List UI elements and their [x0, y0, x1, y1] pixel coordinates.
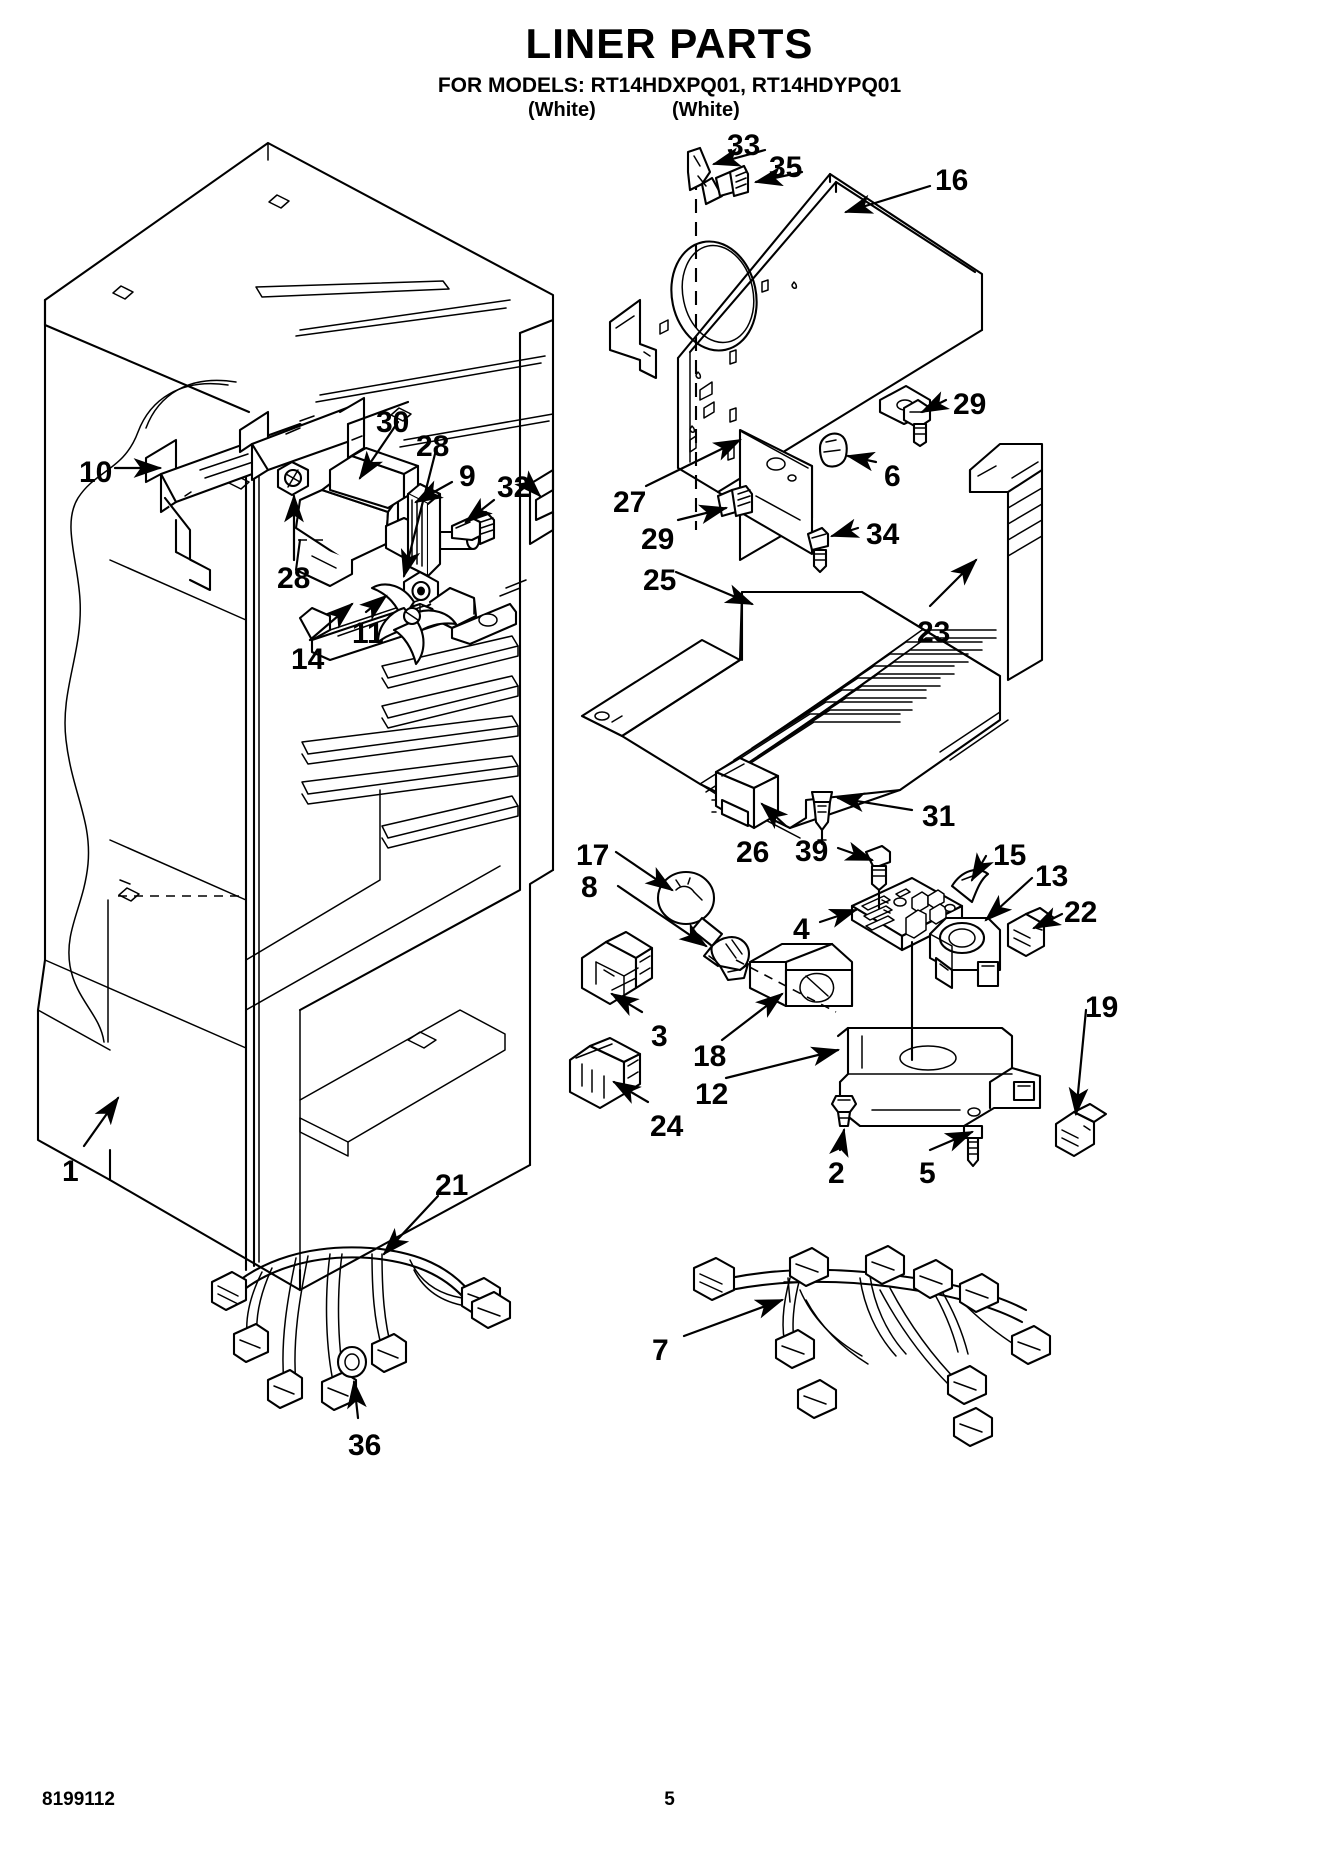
callout-22: 22: [1064, 896, 1098, 929]
hex-screw-art-2: [716, 484, 754, 518]
callout-31: 31: [922, 800, 956, 833]
duct-clip-art: [686, 146, 724, 206]
liner-divider-panel-art: [528, 468, 555, 546]
callout-28-upper: 28: [416, 430, 450, 463]
wire-retainer-clip-art: [1054, 1102, 1108, 1158]
callout-6: 6: [884, 460, 901, 493]
bulb-socket-clip-art: [710, 936, 750, 982]
callout-24: 24: [650, 1110, 684, 1143]
diagram-header: LINER PARTS FOR MODELS: RT14HDXPQ01, RT1…: [0, 20, 1339, 125]
callout-9: 9: [459, 460, 476, 493]
callout-17: 17: [576, 839, 610, 872]
defrost-bimetal-thermostat-art: [711, 756, 780, 830]
drain-pan-support-art: [836, 1026, 1042, 1128]
models-line: FOR MODELS: RT14HDXPQ01, RT14HDYPQ01: [437, 74, 902, 98]
callout-25: 25: [643, 564, 677, 597]
callout-12: 12: [695, 1078, 729, 1111]
callout-7: 7: [652, 1334, 669, 1367]
connector-block-upper-art: [580, 930, 654, 1006]
cabinet-liner-shell-art: [36, 141, 555, 1292]
callout-16: 16: [935, 164, 969, 197]
callout-21: 21: [435, 1169, 469, 1202]
callout-14: 14: [291, 643, 325, 676]
callout-15: 15: [993, 839, 1027, 872]
callout-18: 18: [693, 1040, 727, 1073]
hex-screw-art-1: [902, 398, 932, 448]
evaporator-fan-motor-art: [294, 446, 481, 588]
drain-tube-grommet-art: [830, 1094, 858, 1128]
callout-2: 2: [828, 1157, 845, 1190]
callout-34: 34: [866, 518, 900, 551]
fan-blade-art: [370, 583, 458, 666]
callout-8: 8: [581, 871, 598, 904]
callout-39: 39: [795, 835, 829, 868]
publication-part-number: 8199112: [42, 1789, 115, 1810]
callout-36: 36: [348, 1429, 382, 1462]
callout-27: 27: [613, 486, 647, 519]
callout-1: 1: [62, 1155, 79, 1188]
color-labels: (White) (White): [0, 99, 1339, 125]
callout-3: 3: [651, 1020, 668, 1053]
callout-32: 32: [497, 471, 531, 504]
callout-29-lower: 29: [641, 523, 675, 556]
page-footer: 8199112 5: [0, 1789, 1339, 1813]
callout-10: 10: [79, 456, 113, 489]
page-title: LINER PARTS: [525, 20, 814, 67]
connector-block-lower-art: [568, 1036, 642, 1110]
callout-23: 23: [917, 616, 951, 649]
callout-30: 30: [376, 406, 410, 439]
duct-screw-art: [714, 164, 750, 198]
duct-bracket-art: [741, 431, 809, 469]
side-air-duct-art: [968, 442, 1044, 682]
callout-26: 26: [736, 836, 770, 869]
secondary-wire-harness-art: [692, 1244, 1052, 1448]
callout-4: 4: [793, 913, 810, 946]
main-wire-harness-art: [210, 1246, 512, 1412]
shelf-support-bracket-art: [144, 396, 410, 592]
callout-5: 5: [919, 1157, 936, 1190]
callout-35: 35: [769, 151, 803, 184]
callout-33: 33: [727, 129, 761, 162]
color-label-model-2: (White): [672, 99, 740, 122]
evaporator-cover-baffle-art: [580, 590, 1009, 839]
rear-air-duct-panel-art: [608, 172, 984, 562]
shoulder-screw-art: [806, 526, 830, 574]
callout-11: 11: [352, 617, 384, 650]
callout-19: 19: [1085, 991, 1119, 1024]
callout-13: 13: [1035, 860, 1069, 893]
color-label-model-1: (White): [528, 99, 596, 122]
fan-motor-grommet-art-1: [276, 460, 310, 497]
assembly-guide-dashes: [118, 539, 837, 1013]
cold-control-thermostat-art: [928, 916, 1002, 990]
push-pin-retainer-art: [810, 790, 834, 846]
control-board-art: [850, 876, 964, 1062]
drain-plug-cap-art: [818, 432, 848, 468]
callout-29-upper: 29: [953, 388, 987, 421]
terminal-connector-art: [1006, 906, 1056, 958]
callout-28-lower: 28: [277, 562, 311, 595]
thermostat-knob-shaft-art: [950, 869, 990, 904]
page-number: 5: [664, 1789, 675, 1810]
callout-leader-lines: [82, 147, 1089, 1420]
